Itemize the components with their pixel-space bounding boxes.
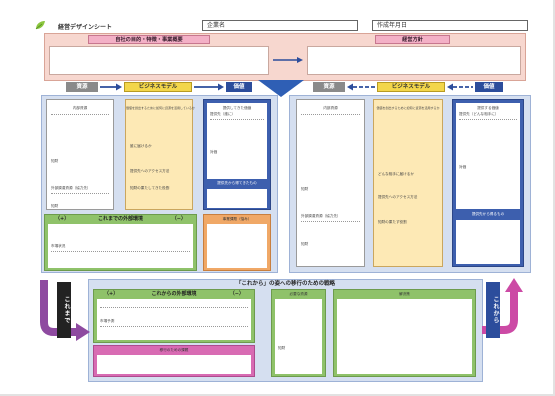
past-issue-box: 事業課題（悩み）: [203, 214, 271, 271]
divider: [51, 251, 190, 252]
page-title: 経営デザインシート: [58, 24, 113, 31]
past-issue-title: 事業課題（悩み）: [222, 217, 252, 221]
past-value-inner: 提供してきた価値 提供先（誰に） 対価: [207, 103, 267, 179]
divider: [459, 119, 517, 120]
future-model-row3: 知財の果たす役割: [378, 220, 407, 224]
future-env-plus: （+）: [104, 291, 119, 297]
future-value-title: 提供する価値: [477, 106, 499, 110]
future-value-sub: 提供先（どんな相手に）: [459, 112, 499, 116]
solution-box: 解決策: [333, 289, 476, 377]
future-resource-title: 内部資源: [323, 106, 338, 110]
flow-resource-left: 資源: [66, 82, 98, 92]
future-value-bottom-input[interactable]: [456, 220, 520, 264]
future-model-row2: 提供先へのアクセス方法: [378, 195, 418, 199]
flow-value-right: 価値: [475, 82, 503, 92]
arrow-left-dashed-icon: [347, 83, 375, 91]
past-model-title: 価値を創出するために如何に資源を活用しているか: [126, 106, 195, 110]
divider: [51, 193, 109, 194]
arrow-right-icon: [273, 57, 303, 63]
past-value-bottom-label: 提供先から得てきたもの: [217, 181, 257, 185]
future-value-card[interactable]: 提供する価値 提供先（どんな相手に） 対価 提供先から得るもの: [452, 99, 524, 267]
past-resource-row2: 外部調達資源（協力先）: [51, 186, 91, 190]
transition-issue-title: 移行のための課題: [159, 348, 189, 352]
future-model-title: 価値を創出するために如何に資源を活用するか: [376, 106, 440, 110]
future-model-row1: どんな相手に届けるか: [378, 172, 414, 176]
strategy-title: 「これから」の姿への移行のための戦略: [235, 281, 335, 287]
past-model-card[interactable]: 価値を創出するために如何に資源を活用しているか 誰に届けるか 提供先へのアクセス…: [125, 99, 195, 210]
transition-issue-box: 移行のための課題: [93, 345, 255, 377]
past-env-input[interactable]: 市場状況: [48, 224, 193, 268]
flow-value-left: 価値: [226, 82, 252, 92]
leaf-logo-icon: [35, 21, 45, 30]
future-env-minus: （−）: [229, 291, 244, 297]
needed-resources-title: 必要な資源: [289, 292, 308, 296]
divider: [100, 326, 248, 327]
purpose-input[interactable]: [49, 46, 269, 75]
past-value-bottom-input[interactable]: [207, 189, 267, 208]
date-label: 作成年月日: [377, 22, 408, 29]
past-resource-row1: 知財: [51, 159, 59, 163]
arrow-left-dashed-icon: [447, 83, 473, 91]
past-value-row1: 対価: [210, 150, 218, 154]
past-model-row3: 知財の果たしてきた役割: [130, 186, 170, 190]
divider: [100, 307, 248, 308]
purpose-pill: 自社の目的・特徴・事業概要: [88, 35, 210, 44]
past-resource-title: 内部資源: [72, 106, 88, 110]
past-model-row2: 提供先へのアクセス方法: [130, 169, 170, 173]
future-resource-row1: 知財: [301, 187, 309, 191]
future-resource-row3: 知財: [301, 242, 309, 246]
arrow-down-icon: [258, 80, 304, 97]
solution-title: 解決策: [399, 292, 410, 296]
past-model-row1: 誰に届けるか: [130, 144, 152, 148]
needed-resources-input[interactable]: 知財: [275, 299, 322, 374]
past-value-title: 提供してきた価値: [222, 106, 252, 110]
future-env-input[interactable]: 市場予測: [97, 299, 251, 340]
divider: [301, 114, 360, 115]
future-resource-row2: 外部調達資源（協力先）: [301, 214, 341, 218]
past-env-title: これまでの外部環境: [97, 216, 143, 222]
curved-arrow-up-icon: [482, 278, 523, 334]
arrow-right-icon: [194, 83, 224, 91]
future-value-bottom-label: 提供先から得るもの: [471, 212, 505, 216]
needed-resources-row: 知財: [278, 346, 286, 350]
future-env-box: （+） これからの外部環境 （−） 市場予測: [93, 289, 255, 343]
past-env-row: 市場状況: [51, 244, 66, 248]
company-name-field[interactable]: 企業名: [202, 20, 358, 31]
past-env-plus: （+）: [55, 216, 70, 222]
past-issue-input[interactable]: [207, 224, 267, 268]
future-resource-card[interactable]: 内部資源 知財 外部調達資源（協力先） 知財: [296, 99, 365, 267]
arrow-right-icon: [100, 83, 122, 91]
curved-arrow-right-icon: [40, 280, 90, 341]
past-resource-card[interactable]: 内部資源 知財 外部調達資源（協力先） 知財: [46, 99, 114, 210]
side-label-future: これから: [486, 282, 500, 338]
future-value-inner: 提供する価値 提供先（どんな相手に） 対価: [456, 103, 520, 209]
past-env-minus: （−）: [171, 216, 186, 222]
divider: [51, 114, 109, 115]
past-value-card[interactable]: 提供してきた価値 提供先（誰に） 対価 提供先から得てきたもの: [203, 99, 271, 210]
policy-input[interactable]: [307, 46, 521, 75]
needed-resources-box: 必要な資源 知財: [271, 289, 326, 377]
divider: [210, 119, 264, 120]
policy-pill: 経営方針: [375, 35, 450, 44]
future-env-row: 市場予測: [100, 319, 115, 323]
divider: [301, 221, 360, 222]
company-name-label: 企業名: [207, 22, 226, 29]
past-value-sub: 提供先（誰に）: [210, 112, 236, 116]
past-env-box: （+） これまでの外部環境 （−） 市場状況: [44, 214, 197, 271]
side-label-past: これまで: [57, 282, 71, 338]
date-field[interactable]: 作成年月日: [372, 20, 528, 31]
solution-input[interactable]: [337, 299, 472, 374]
flow-resource-right: 資源: [313, 82, 345, 92]
flow-model-left: ビジネスモデル: [124, 82, 192, 92]
flow-model-right: ビジネスモデル: [377, 82, 445, 92]
transition-issue-input[interactable]: [97, 355, 251, 374]
future-value-row1: 対価: [459, 165, 467, 169]
past-resource-row3: 知財: [51, 204, 59, 208]
future-env-title: これからの外部環境: [151, 291, 197, 297]
future-model-card[interactable]: 価値を創出するために如何に資源を活用するか どんな相手に届けるか 提供先へのアク…: [373, 99, 443, 267]
